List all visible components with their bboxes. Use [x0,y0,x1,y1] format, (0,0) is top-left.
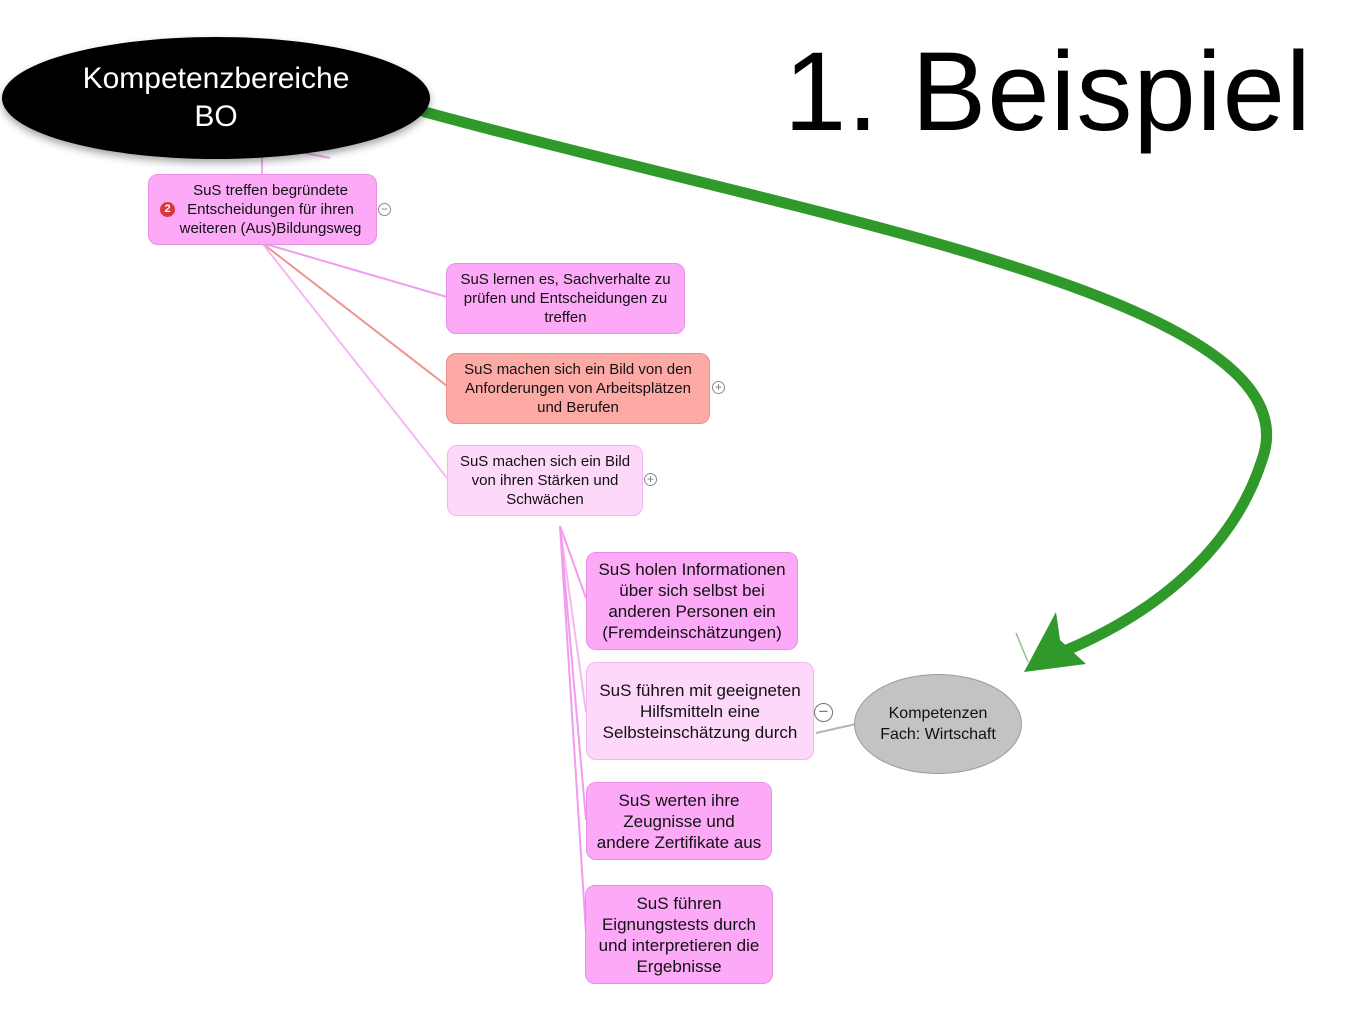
level3-node-3[interactable]: SuS werten ihre Zeugnisse und andere Zer… [586,782,772,860]
page-title: 1. Beispiel [784,29,1312,154]
level3-node-3-label: SuS werten ihre Zeugnisse und andere Zer… [596,790,762,852]
connector-l2-child2 [559,525,587,713]
level3-node-2-label: SuS führen mit geeigneten Hilfsmitteln e… [599,680,801,742]
green-arrow-head [1024,612,1086,672]
collapse-toggle-icon[interactable]: − [814,703,833,722]
level2-node-3-label: SuS machen sich ein Bild von ihren Stärk… [459,453,631,508]
level1-node-label: SuS treffen begründete Entscheidungen fü… [179,182,362,237]
level2-node-1-label: SuS lernen es, Sachverhalte zu prüfen un… [460,271,671,326]
level1-node[interactable]: SuS treffen begründete Entscheidungen fü… [148,174,377,245]
green-arrow-tip-line [1015,632,1029,663]
connector-l2-child4 [559,525,587,934]
level2-node-1[interactable]: SuS lernen es, Sachverhalte zu prüfen un… [446,263,685,334]
level3-node-2[interactable]: SuS führen mit geeigneten Hilfsmitteln e… [586,662,814,760]
connector-l1-node1 [261,242,448,298]
level3-node-1-label: SuS holen Informationen über sich selbst… [598,560,786,642]
level2-node-2[interactable]: SuS machen sich ein Bild von den Anforde… [446,353,710,424]
level2-node-3[interactable]: SuS machen sich ein Bild von ihren Stärk… [447,445,643,516]
collapse-toggle-icon[interactable]: − [378,203,391,216]
expand-toggle-icon[interactable]: + [712,381,725,394]
root-node-label: Kompetenzbereiche BO [82,62,350,133]
connector-l2-child3 [559,525,587,821]
level3-node-1[interactable]: SuS holen Informationen über sich selbst… [586,552,798,650]
connector-l1-node3 [261,242,448,479]
linked-node[interactable]: Kompetenzen Fach: Wirtschaft [854,674,1022,774]
connector-l2-child1 [559,525,587,599]
root-node[interactable]: Kompetenzbereiche BO [2,37,430,159]
level2-node-2-label: SuS machen sich ein Bild von den Anforde… [464,361,692,416]
priority-badge-icon: 2 [160,202,175,217]
connector-l1-node2 [261,242,448,387]
linked-node-label: Kompetenzen Fach: Wirtschaft [880,705,996,743]
level3-node-4[interactable]: SuS führen Eignungstests durch und inter… [585,885,773,984]
green-arrow-shaft [419,106,1273,658]
connector-linked [815,723,857,734]
level3-node-4-label: SuS führen Eignungstests durch und inter… [598,893,760,976]
expand-toggle-icon[interactable]: + [644,473,657,486]
